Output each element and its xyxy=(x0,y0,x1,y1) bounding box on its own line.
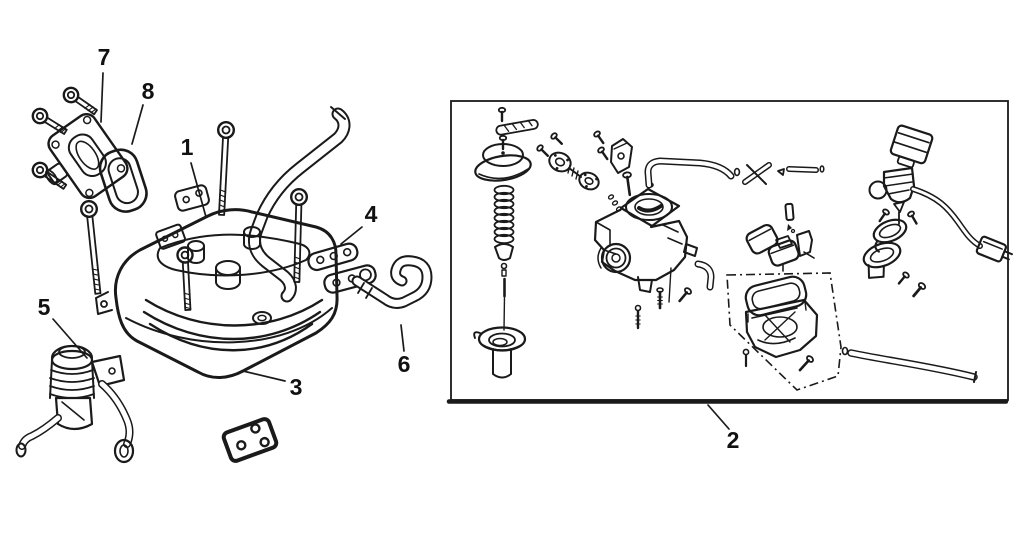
auto-choke-set xyxy=(862,124,1013,298)
main-jet xyxy=(656,287,664,310)
throttle-roller-set xyxy=(534,129,633,191)
float-bowl-group xyxy=(726,264,842,391)
drain-screw xyxy=(742,348,750,368)
parts-box-border xyxy=(450,100,1009,401)
cover-tab xyxy=(155,223,187,250)
air-injection-pipe xyxy=(351,255,433,309)
tensioner-gasket xyxy=(98,148,148,213)
callout-leader-6 xyxy=(400,324,405,352)
callout-label-6: 6 xyxy=(398,351,411,377)
breather-pipe xyxy=(247,106,351,303)
callout-leader-5 xyxy=(52,318,88,359)
vacuum-chamber-set xyxy=(473,106,539,379)
vacuum-piston xyxy=(473,326,527,379)
callout-leader-8 xyxy=(131,104,144,145)
bowl-screw xyxy=(798,355,814,372)
callout-labels: 1 2 3 4 5 6 7 8 xyxy=(38,44,740,453)
callout-leader-2 xyxy=(707,404,730,430)
callout-label-8: 8 xyxy=(142,78,155,104)
callout-leader-1 xyxy=(190,162,207,218)
connector-plug xyxy=(975,235,1013,263)
float-set xyxy=(745,202,815,267)
float-bowl xyxy=(744,298,819,359)
cylinder-head-cover-assembly xyxy=(15,83,433,464)
carburetor-body xyxy=(593,171,715,330)
intake-bell xyxy=(600,242,632,274)
callout-leader-7 xyxy=(100,72,104,123)
cable-bracket xyxy=(610,138,633,174)
callout-leader-4 xyxy=(340,226,363,245)
slow-jet xyxy=(634,304,642,330)
callout-label-7: 7 xyxy=(98,44,111,70)
callout-label-2: 2 xyxy=(727,427,740,453)
carburetor-parts-box xyxy=(446,100,1013,404)
side-latch xyxy=(95,291,113,315)
air-suction-valve xyxy=(15,344,135,464)
compression-spring xyxy=(493,184,515,245)
vent-hoses xyxy=(644,157,825,189)
callout-label-4: 4 xyxy=(365,201,378,227)
drain-hose xyxy=(841,346,978,383)
callout-label-3: 3 xyxy=(290,374,303,400)
tensioner-cover xyxy=(45,112,129,200)
cover-gasket-plate xyxy=(221,417,279,463)
callout-leader-3 xyxy=(242,370,286,382)
cable-guide xyxy=(174,184,210,212)
callout-leaders xyxy=(52,72,730,430)
callout-label-5: 5 xyxy=(38,294,51,320)
callout-label-1: 1 xyxy=(181,134,194,160)
